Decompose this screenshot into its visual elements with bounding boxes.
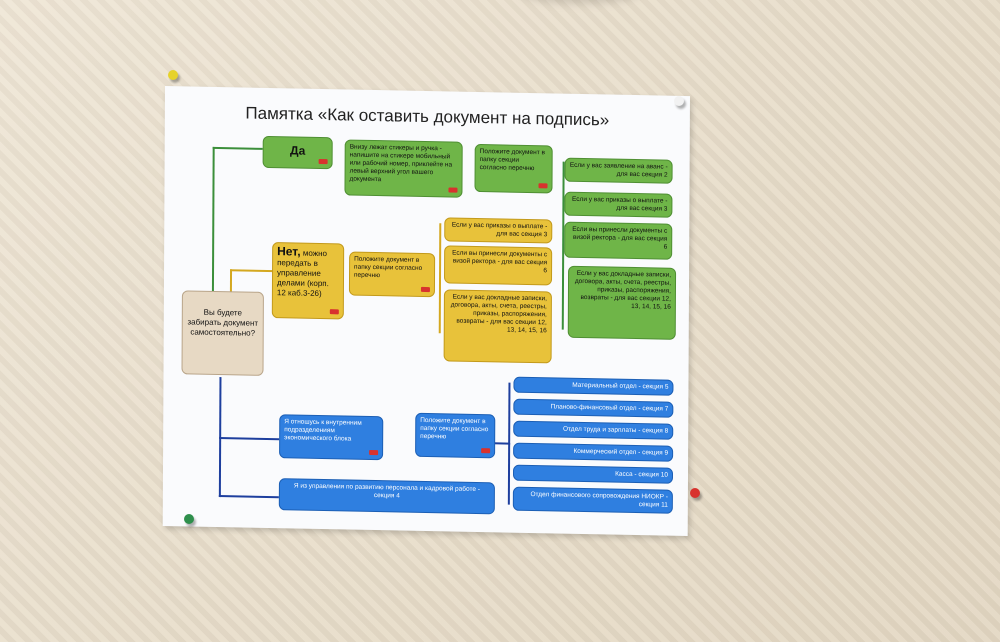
yes-option-1: Если у вас заявление на аванс - для вас … — [564, 157, 673, 184]
green-connector — [212, 146, 263, 150]
yellow-pin-icon — [168, 70, 178, 80]
red-pin-icon — [690, 488, 700, 498]
red-arrow-icon — [329, 309, 339, 315]
yes-option-4: Если у вас докладные записки, договора, … — [567, 265, 677, 340]
red-arrow-icon — [318, 158, 328, 165]
blue-connector — [218, 495, 279, 499]
yes-step1-text: Внизу лежат стикеры и ручка - напишите н… — [349, 143, 453, 184]
no-option-3: Если у вас докладные записки, договора, … — [443, 289, 552, 364]
yes-step2: Положите документ в папку секции согласн… — [474, 143, 553, 194]
red-arrow-icon — [448, 187, 458, 193]
yes-option-2: Если у вас приказы о выплате - для вас с… — [564, 191, 673, 218]
no-step-text: Положите документ в папку секции согласн… — [354, 255, 423, 280]
econ-option-5: Касса - секция 10 — [512, 464, 674, 484]
yes-step2-text: Положите документ в папку секции согласн… — [479, 148, 545, 173]
poster: Памятка «Как оставить документ на подпис… — [162, 86, 690, 537]
econ-box: Я отношусь к внутренним подразделениям э… — [279, 414, 384, 461]
no-option-1: Если у вас приказы о выплате - для вас с… — [444, 217, 553, 244]
econ-option-1: Материальный отдел - секция 5 — [513, 376, 674, 396]
yellow-connector — [230, 269, 275, 273]
econ-step: Положите документ в папку секции согласн… — [415, 412, 496, 459]
blue-connector — [219, 437, 280, 441]
white-pin-icon — [674, 96, 684, 106]
red-arrow-icon — [420, 286, 430, 293]
green-connector — [211, 146, 215, 292]
no-label: Нет, — [277, 244, 301, 259]
yes-step1: Внизу лежат стикеры и ручка - напишите н… — [344, 139, 463, 198]
green-pin-icon — [184, 514, 194, 524]
yellow-connector — [438, 223, 442, 334]
no-box: Нет, можно передать в управление делами … — [271, 242, 345, 320]
econ-option-3: Отдел труда и зарплаты - секция 8 — [513, 420, 674, 440]
no-option-2: Если вы принесли документы с визой ректо… — [443, 245, 553, 286]
hr-box: Я из управления по развитию персонала и … — [278, 478, 495, 515]
econ-option-6: Отдел финансового сопровождения НИОКР - … — [512, 486, 673, 514]
start-question: Вы будете забирать документ самостоятель… — [181, 290, 264, 376]
no-step: Положите документ в папку секции согласн… — [348, 251, 436, 298]
econ-step-text: Положите документ в папку секции согласн… — [420, 416, 489, 441]
red-arrow-icon — [481, 448, 491, 454]
poster-title: Памятка «Как оставить документ на подпис… — [245, 103, 610, 130]
red-arrow-icon — [369, 449, 379, 456]
yes-box: Да — [262, 135, 333, 170]
lamp-shadow — [520, 0, 640, 4]
red-arrow-icon — [538, 183, 548, 189]
econ-option-2: Планово-финансовый отдел - секция 7 — [513, 398, 674, 418]
yes-label: Да — [290, 143, 306, 158]
econ-option-4: Коммерческий отдел - секция 9 — [513, 442, 674, 462]
blue-connector — [493, 442, 511, 445]
yes-option-3: Если вы принесли документы с визой ректо… — [564, 221, 673, 260]
econ-text: Я отношусь к внутренним подразделениям э… — [284, 418, 362, 443]
yellow-connector — [229, 269, 233, 294]
